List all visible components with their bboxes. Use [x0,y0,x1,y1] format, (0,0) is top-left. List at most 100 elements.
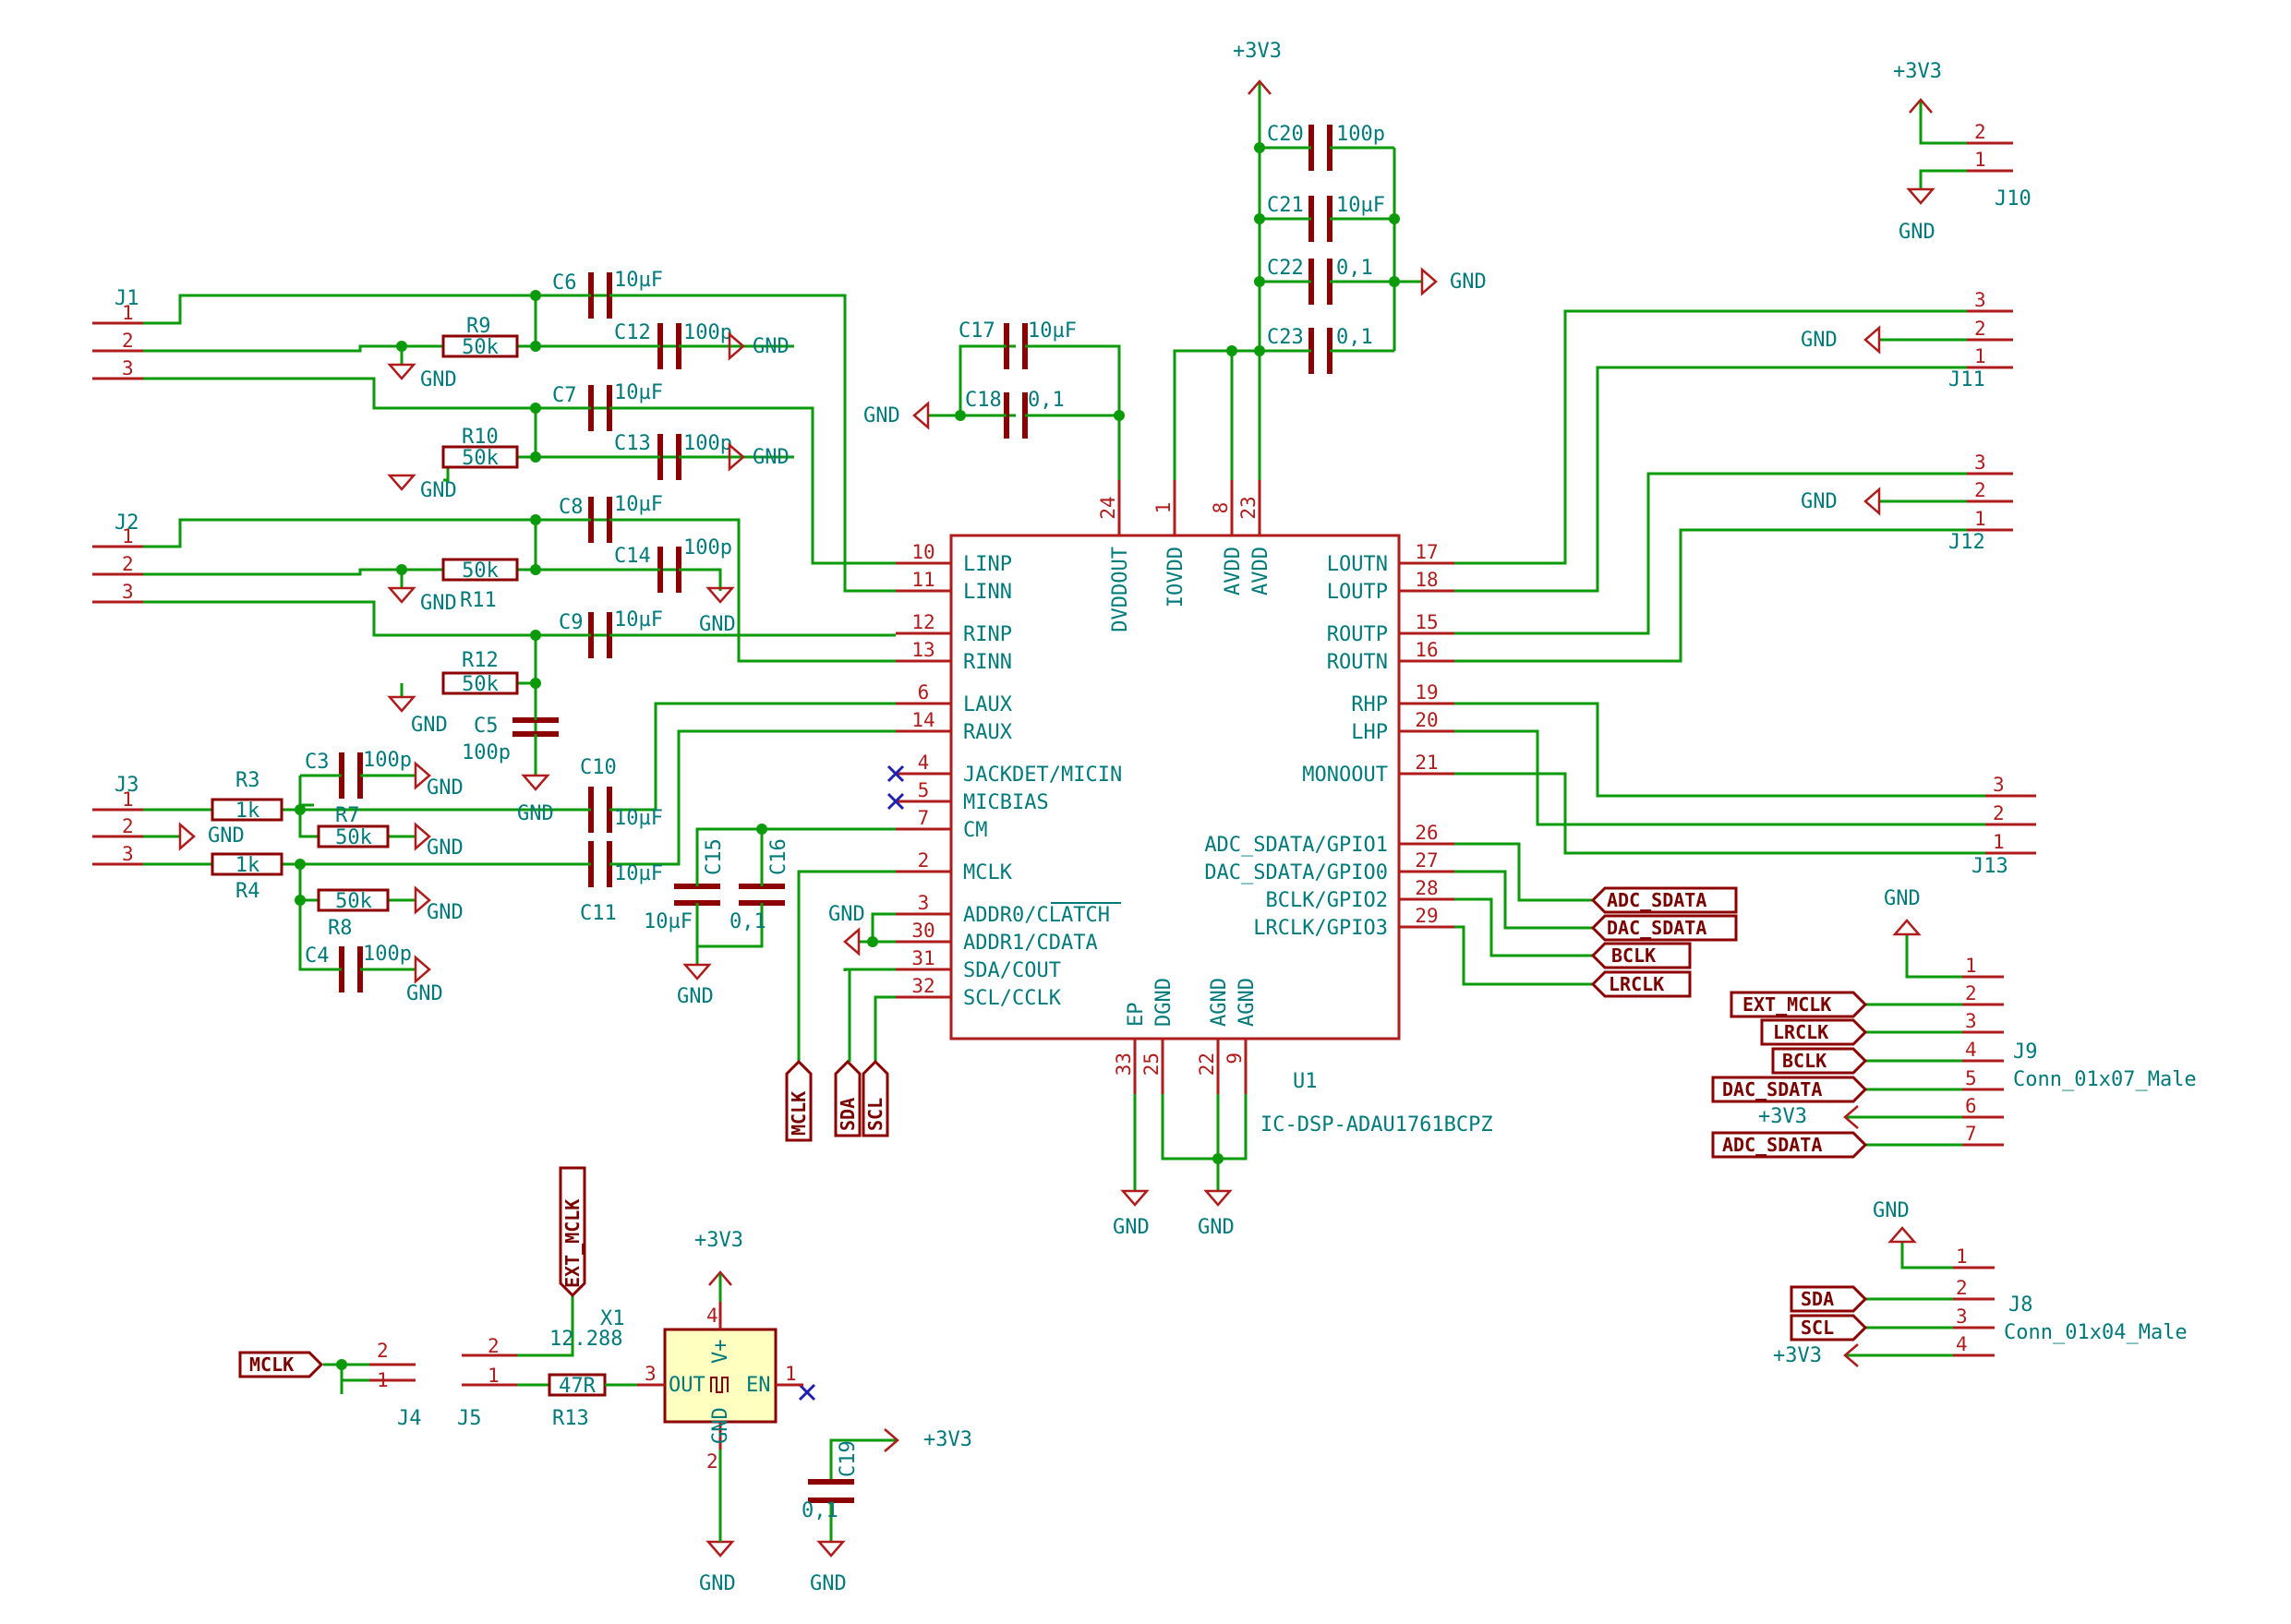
c10-value: 10µF [614,807,663,830]
c19-ref: C19 [837,1440,860,1477]
u1-left-pin-numbers: 10 11 12 13 6 14 4 5 7 2 3 30 31 32 [911,541,934,997]
u1-pin-num: 28 [1415,877,1438,899]
gnd-label: GND [699,1572,736,1595]
u1-pin-name: RHP [1351,693,1388,716]
c18-value: 0,1 [1028,389,1065,412]
x1-body [663,1328,778,1424]
c18-ref: C18 [965,389,1002,412]
j10-ref: J10 [1995,187,2032,211]
u1-pin-name: AGND [1236,978,1259,1027]
u1-pin-num: 6 [918,681,930,704]
x1-ref: X1 [600,1307,625,1330]
u1-pin-num: 29 [1415,905,1438,927]
x1-value: 12.288 [549,1328,622,1351]
j4-j5: 2 1 2 1 J4 J5 [369,1335,517,1430]
c17-ref: C17 [959,319,995,343]
u1-pin-name: LHP [1351,721,1388,744]
net-labels: ADC_SDATA DAC_SDATA BCLK LRCLK EXT_MCLK … [238,886,1868,1378]
gnd-label: GND [1113,1216,1150,1239]
c7-ref: C7 [552,384,577,407]
c5-ref: C5 [474,715,499,738]
u1-pin-num: 7 [918,807,930,829]
r10-value: 50k [462,447,499,470]
resistor-r10 [441,445,519,469]
netlabel-mclk-vert [785,1059,813,1142]
gnd-label: GND [1801,490,1838,513]
pin-num: 1 [122,525,134,547]
u1-right-pin-names: LOUTN LOUTP ROUTP ROUTN RHP LHP MONOOUT … [1204,553,1388,940]
r4-ref: R4 [235,880,260,903]
input-connector-pin-numbers: 1 2 3 1 2 3 1 2 3 [122,302,134,865]
u1-pin-num: 25 [1140,1053,1163,1076]
u1-pin-name: LRCLK/GPIO3 [1253,917,1388,940]
c14-ref: C14 [614,545,651,568]
j8-value: Conn_01x04_Male [2004,1321,2188,1344]
pin-num: 1 [1956,1245,1968,1268]
no-connect-markers [798,764,905,1401]
c10-ref: C10 [580,756,617,779]
u1-top-pins [1117,480,1261,535]
c22-ref: C22 [1267,257,1304,280]
u1-pin-name: ADDR0/CLATCH [963,904,1110,927]
gnd-label: GND [517,802,554,825]
resistor-r8 [317,888,390,912]
u1-pin-name: AVDD [1249,547,1272,595]
u1-pin-name: LAUX [963,693,1013,716]
gnd-label: GND [1198,1216,1235,1239]
netlabel-lrclk-j9 [1760,1018,1868,1046]
gnd-label: GND [699,613,736,636]
r11-ref: R11 [460,589,497,612]
u1-pin-num: 19 [1415,681,1438,704]
c12-value: 100p [683,321,732,344]
u1-bottom-pin-names: EP DGND AGND AGND [1125,978,1259,1027]
u1-pin-name: LOUTN [1327,553,1388,576]
resistor-r7 [317,824,390,848]
input-connector-pins [92,321,143,866]
c3-ref: C3 [305,751,330,774]
j12: 3 2 1 J12 [1948,451,2013,554]
j3-ref: J3 [115,774,139,797]
c9-ref: C9 [559,611,584,634]
pin-num: 1 [1974,345,1986,367]
gnd-label: GND [406,982,443,1005]
cap-values: 10µF 100p 10µF 100p 10µF 100p 10µF 100p … [363,123,1385,1522]
netlabel-scl-j8 [1790,1314,1868,1341]
u1-pin-name: BCLK/GPIO2 [1266,889,1388,912]
x1-pin2: 2 [706,1450,718,1473]
netlabel-adc-sdata-j9 [1711,1131,1868,1159]
v33-label: +3V3 [1233,40,1282,63]
pin-num: 3 [1974,451,1986,474]
netlabel-ext-mclk-j9-text: EXT_MCLK [1742,993,1831,1016]
ground-labels: GND GND GND GND GND GND GND GND GND GND … [208,221,1935,1595]
gnd-label: GND [208,824,245,848]
u1-left-pin-names: LINP LINN RINP RINN LAUX RAUX JACKDET/MI… [963,553,1122,1010]
u1-pin-num: 24 [1097,496,1119,519]
c6-ref: C6 [552,271,577,295]
u1-body [949,534,1401,1041]
pin-num: 3 [1965,1010,1977,1032]
r3-ref: R3 [235,769,260,792]
gnd-label: GND [1450,271,1487,294]
x1-pin-gnd: GND [709,1407,732,1444]
resistor-r9 [441,334,519,358]
u1-value: IC-DSP-ADAU1761BCPZ [1260,1113,1493,1137]
c20-ref: C20 [1267,123,1304,146]
pin-num: 2 [122,330,134,352]
r12-ref: R12 [462,649,499,672]
v33-label: +3V3 [694,1229,743,1252]
j8: 1 2 3 4 J8 Conn_01x04_Male [1953,1245,2188,1357]
u1-right-pin-numbers: 17 18 15 16 19 20 21 26 27 28 29 [1415,541,1438,927]
c23-value: 0,1 [1336,326,1373,349]
netlabel-ext-mclk-j9 [1730,991,1868,1018]
u1-pin-name: ROUTP [1327,623,1388,646]
netlabel-lrclk-j9-text: LRCLK [1773,1021,1828,1043]
pin-num: 3 [122,843,134,865]
u1-pin-num: 32 [911,975,934,997]
resistor-r12 [441,671,519,695]
netlabel-bclk-text: BCLK [1611,944,1656,967]
j9-ref: J9 [2013,1041,2038,1064]
pin-num: 7 [1965,1123,1977,1145]
c9-value: 10µF [614,608,663,632]
u1-pin-num: 4 [918,752,930,774]
u1-pin-num: 23 [1237,496,1260,519]
